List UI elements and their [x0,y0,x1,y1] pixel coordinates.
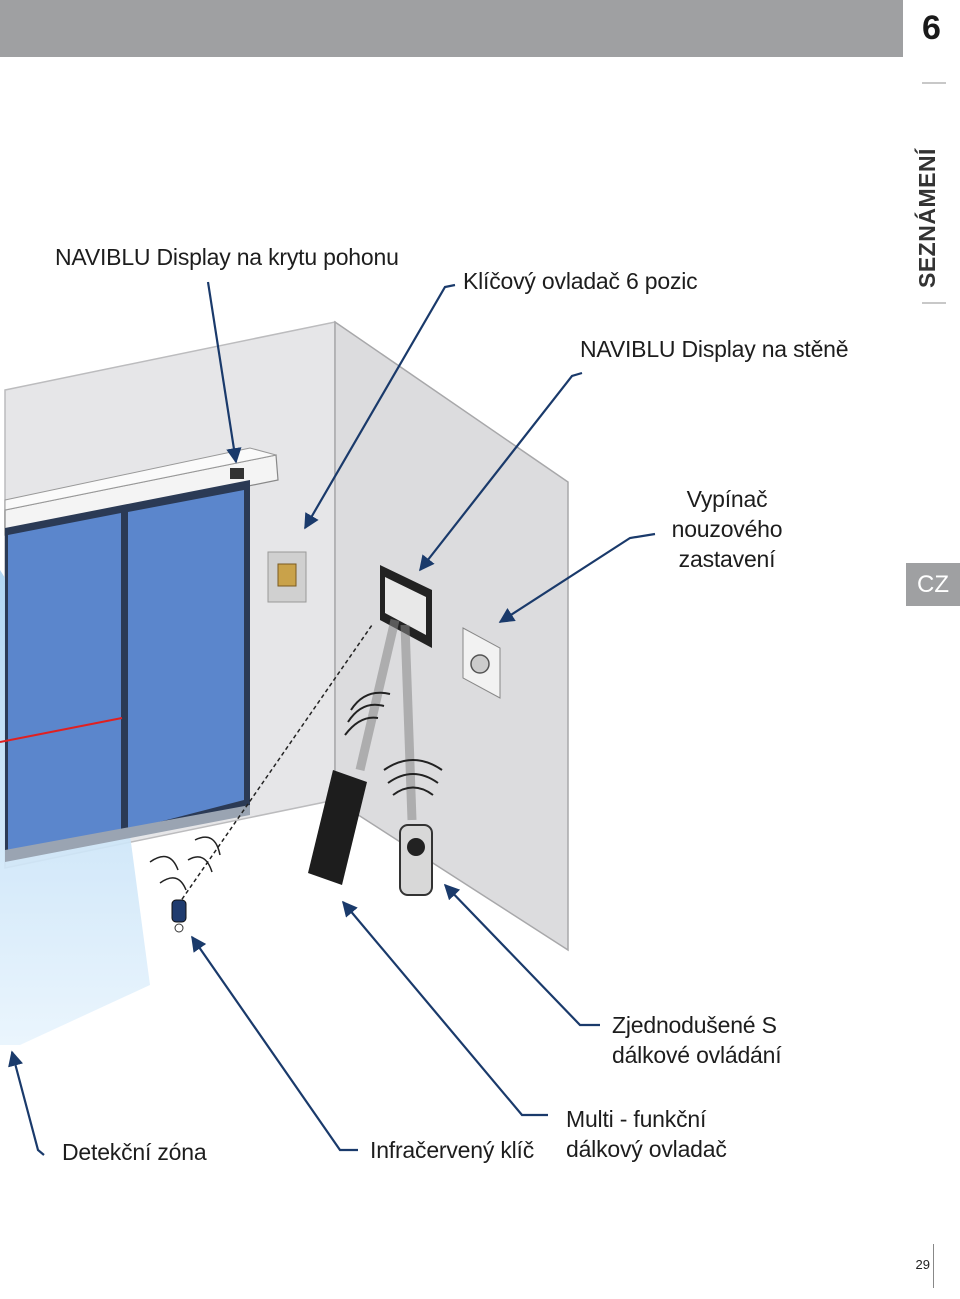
door-leaf-left [8,513,121,855]
operator-housing-top [4,447,277,511]
callout-detection-zone: Detekční zóna [62,1139,207,1165]
callout-multi-remote: Multi - funkční dálkový ovladač [566,1106,727,1162]
floor-track [5,805,250,862]
callout-display-on-wall: NAVIBLU Display na stěně [580,336,849,362]
side-rule-bottom [922,302,946,304]
ir-path [177,624,373,906]
arrow-simple-remote [443,883,600,1027]
radio-waves-simple [383,759,443,796]
callout-key-switch: Klíčový ovladač 6 pozic [463,268,698,294]
ir-waves [149,836,221,891]
language-tab[interactable]: CZ [906,563,960,606]
door-leaf-right [128,490,244,830]
radio-waves-multi [344,691,391,736]
arrow-multi-remote [342,900,548,1117]
side-wall [334,320,569,952]
arrow-display-drive [206,281,242,464]
arrow-key-switch [304,283,456,530]
arrow-display-wall [419,371,583,572]
arrow-infrared-key [191,935,358,1152]
safety-beam [0,717,123,743]
page-number-rule [933,1244,934,1288]
callout-display-on-drive: NAVIBLU Display na krytu pohonu [55,244,399,270]
page-number: 29 [915,1257,930,1272]
arrow-emergency-stop [498,532,656,623]
drive-display [230,468,244,479]
multi-remote-device [308,770,367,885]
callout-infrared-key: Infračervený klíč [370,1137,535,1163]
header-bar [0,0,903,57]
chapter-number: 6 [922,9,941,47]
arrow-detection-zone [8,1050,45,1156]
simple-remote-device [399,824,433,896]
infrared-key-device [171,899,187,923]
callout-simplified-remote: Zjednodušené S dálkové ovládání [612,1012,782,1068]
callout-emergency-stop: Vypínač nouzového zastavení [671,486,783,572]
side-rule-top [922,82,946,84]
